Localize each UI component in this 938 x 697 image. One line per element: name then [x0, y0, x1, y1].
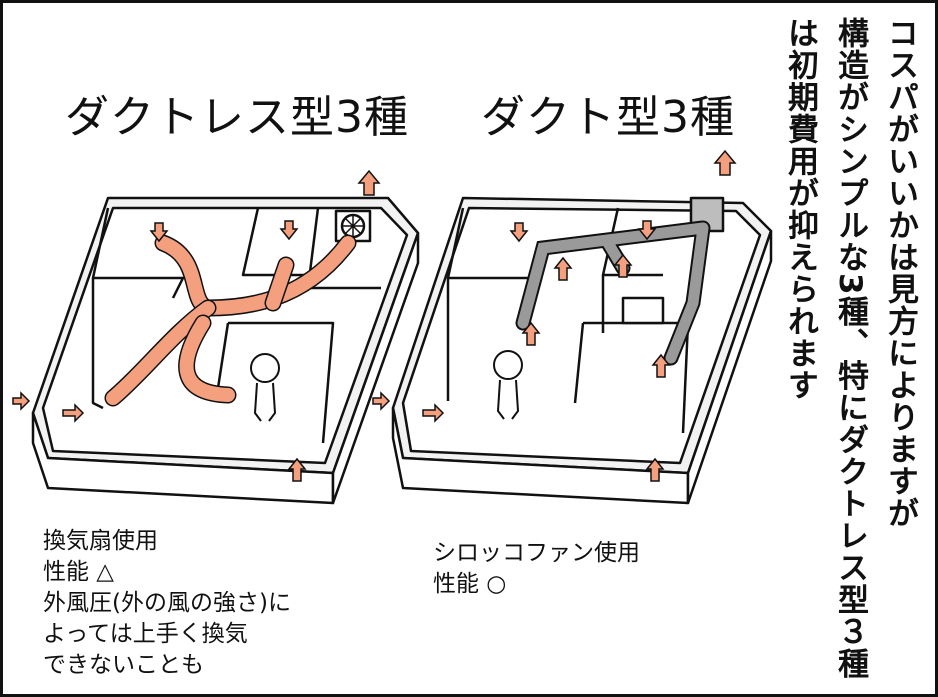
ductless-caption: 換気扇使用 性能 △ 外風圧(外の風の強さ)に よっては上手く換気 できないこと…: [43, 528, 291, 678]
house-illustrations: [12, 149, 773, 505]
person-icon: [250, 353, 280, 422]
ductless-airflow: [104, 234, 357, 407]
ductless-title: ダクトレス型3種: [65, 92, 409, 143]
side-text-col-2: 構造がシンプルな3種、特にダクトレス型３種: [832, 17, 868, 680]
ductless-arrows: [12, 169, 381, 482]
side-text-col-1: コスパがいいかは見方によりますが: [882, 17, 918, 529]
duct-caption: シロッコファン使用 性能 ○: [433, 540, 640, 597]
duct-arrows: [372, 149, 737, 482]
person-icon: [493, 350, 523, 420]
duct-title: ダクト型3種: [481, 92, 735, 143]
side-text-col-3: は初期費用が抑えられます: [782, 17, 818, 401]
ductless-house: [31, 196, 420, 505]
duct-house: [391, 196, 773, 505]
